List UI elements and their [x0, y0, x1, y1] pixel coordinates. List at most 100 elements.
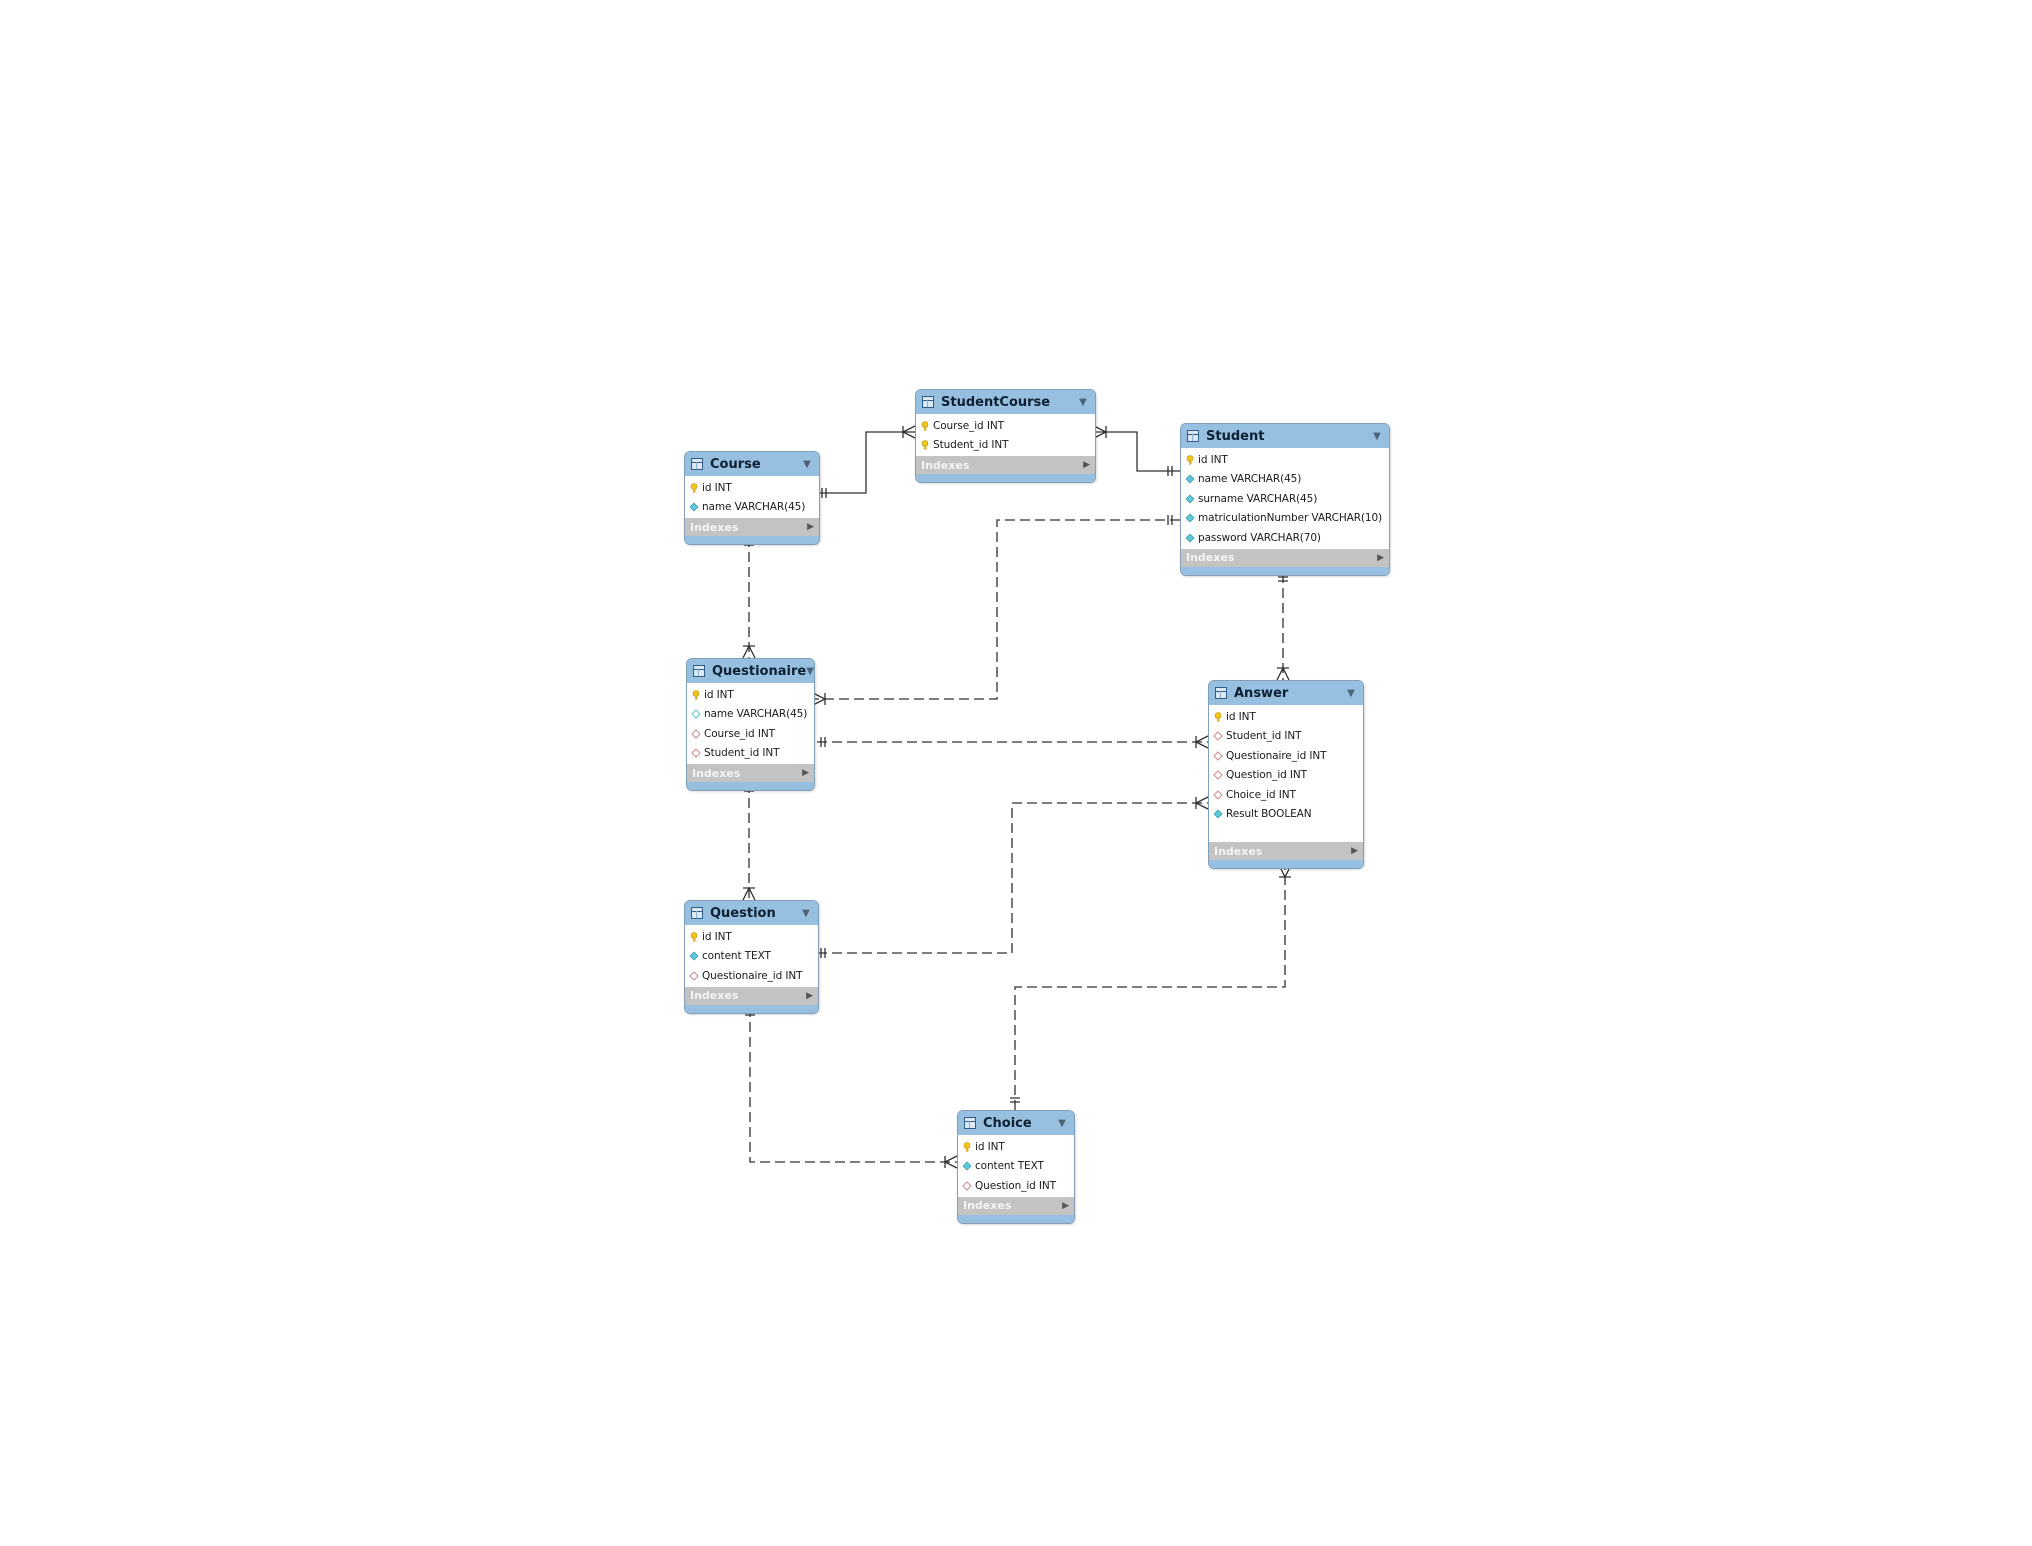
- column-row[interactable]: name VARCHAR(45): [687, 705, 814, 725]
- table-footer: [687, 782, 814, 790]
- collapse-arrow-icon[interactable]: ▼: [802, 907, 810, 919]
- indexes-bar[interactable]: Indexes▶: [1181, 548, 1389, 567]
- expand-arrow-icon[interactable]: ▶: [806, 990, 813, 1001]
- expand-arrow-icon[interactable]: ▶: [802, 768, 809, 778]
- column-text: Course_id INT: [933, 419, 1004, 432]
- column-row[interactable]: id INT: [685, 478, 819, 498]
- column-text: Question_id INT: [975, 1179, 1056, 1192]
- table-course[interactable]: Course ▼ id INT name VARCHAR(45)Indexes▶: [684, 451, 820, 545]
- column-row[interactable]: matriculationNumber VARCHAR(10): [1181, 509, 1389, 529]
- table-footer: [685, 1004, 818, 1013]
- table-icon: [691, 907, 703, 919]
- table-studentcourse[interactable]: StudentCourse ▼ Course_id INT Student_id IN…: [915, 389, 1096, 483]
- column-filled-icon: [1185, 513, 1198, 523]
- foreign-key-icon: [1213, 770, 1226, 780]
- column-row[interactable]: Course_id INT: [687, 724, 814, 744]
- column-text: name VARCHAR(45): [1198, 473, 1302, 486]
- expand-arrow-icon[interactable]: ▶: [807, 522, 814, 532]
- relation-course-studentcourse: [818, 431, 915, 494]
- collapse-arrow-icon[interactable]: ▼: [1347, 687, 1355, 699]
- table-title: Course: [710, 456, 761, 472]
- foreign-key-icon: [689, 971, 702, 981]
- table-header[interactable]: Answer▼: [1209, 681, 1363, 705]
- table-header[interactable]: Course ▼: [685, 452, 819, 476]
- column-row[interactable]: content TEXT: [685, 947, 818, 967]
- column-row[interactable]: Choice_id INT: [1209, 785, 1363, 805]
- table-header[interactable]: Questionaire▼: [687, 659, 814, 683]
- table-header[interactable]: StudentCourse ▼: [916, 390, 1095, 414]
- column-row[interactable]: Questionaire_id INT: [685, 966, 818, 986]
- column-filled-icon: [1185, 533, 1198, 543]
- column-row[interactable]: id INT: [687, 685, 814, 705]
- relation-question-answer: [817, 802, 1208, 954]
- one-end-marks: [744, 466, 1288, 1103]
- table-footer: [916, 474, 1095, 482]
- table-title: StudentCourse: [941, 394, 1051, 410]
- collapse-arrow-icon[interactable]: ▼: [1058, 1117, 1066, 1129]
- expand-arrow-icon[interactable]: ▶: [1377, 552, 1384, 563]
- table-footer: [685, 536, 819, 544]
- column-row[interactable]: password VARCHAR(70): [1181, 528, 1389, 548]
- column-text: Choice_id INT: [1226, 788, 1296, 801]
- table-footer: [1181, 566, 1389, 575]
- foreign-key-icon: [962, 1181, 975, 1191]
- indexes-label: Indexes: [690, 989, 739, 1002]
- column-row[interactable]: Student_id INT: [916, 436, 1095, 456]
- foreign-key-icon: [1213, 790, 1226, 800]
- column-row[interactable]: id INT: [685, 927, 818, 947]
- column-row[interactable]: content TEXT: [958, 1157, 1074, 1177]
- key-icon: [1213, 711, 1226, 722]
- column-text: password VARCHAR(70): [1198, 531, 1321, 544]
- column-row[interactable]: Question_id INT: [958, 1176, 1074, 1196]
- indexes-bar[interactable]: Indexes▶: [958, 1196, 1074, 1215]
- table-header[interactable]: Question▼: [685, 901, 818, 925]
- table-student[interactable]: Student ▼ id INT name VARCHAR(45) surname VA…: [1180, 423, 1390, 576]
- expand-arrow-icon[interactable]: ▶: [1083, 460, 1090, 470]
- column-row[interactable]: surname VARCHAR(45): [1181, 489, 1389, 509]
- table-question[interactable]: Question▼ id INT content TEXT Questionaire_…: [684, 900, 819, 1014]
- table-title: Student: [1206, 428, 1265, 444]
- table-header[interactable]: Student ▼: [1181, 424, 1389, 448]
- column-row[interactable]: id INT: [1209, 707, 1363, 727]
- indexes-bar[interactable]: Indexes▶: [687, 764, 814, 782]
- column-row[interactable]: Student_id INT: [1209, 727, 1363, 747]
- column-text: Course_id INT: [704, 727, 775, 740]
- column-row[interactable]: Questionaire_id INT: [1209, 746, 1363, 766]
- indexes-bar[interactable]: Indexes ▶: [685, 986, 818, 1005]
- column-row[interactable]: Course_id INT: [916, 416, 1095, 436]
- column-text: id INT: [702, 481, 732, 494]
- column-filled-icon: [689, 502, 702, 512]
- collapse-arrow-icon[interactable]: ▼: [806, 665, 814, 677]
- column-text: Student_id INT: [704, 747, 780, 760]
- key-icon: [689, 482, 702, 493]
- key-icon: [689, 931, 702, 942]
- column-row[interactable]: name VARCHAR(45): [1181, 470, 1389, 490]
- key-icon: [920, 420, 933, 431]
- column-row[interactable]: Student_id INT: [687, 744, 814, 764]
- column-row[interactable]: Result BOOLEAN: [1209, 805, 1363, 825]
- indexes-bar[interactable]: Indexes▶: [916, 456, 1095, 474]
- column-row[interactable]: id INT: [958, 1137, 1074, 1157]
- column-text: id INT: [1198, 453, 1228, 466]
- column-row[interactable]: name VARCHAR(45): [685, 498, 819, 518]
- expand-arrow-icon[interactable]: ▶: [1351, 846, 1358, 856]
- foreign-key-icon: [691, 748, 704, 758]
- indexes-bar[interactable]: Indexes▶: [1209, 842, 1363, 860]
- collapse-arrow-icon[interactable]: ▼: [803, 458, 811, 470]
- collapse-arrow-icon[interactable]: ▼: [1079, 396, 1087, 408]
- table-header[interactable]: Choice▼: [958, 1111, 1074, 1135]
- column-row[interactable]: Question_id INT: [1209, 766, 1363, 786]
- expand-arrow-icon[interactable]: ▶: [1062, 1200, 1069, 1211]
- column-text: content TEXT: [702, 950, 771, 963]
- column-filled-icon: [689, 951, 702, 961]
- collapse-arrow-icon[interactable]: ▼: [1373, 430, 1381, 442]
- indexes-bar[interactable]: Indexes▶: [685, 518, 819, 536]
- column-row[interactable]: id INT: [1181, 450, 1389, 470]
- table-icon: [1215, 687, 1227, 699]
- column-text: id INT: [702, 930, 732, 943]
